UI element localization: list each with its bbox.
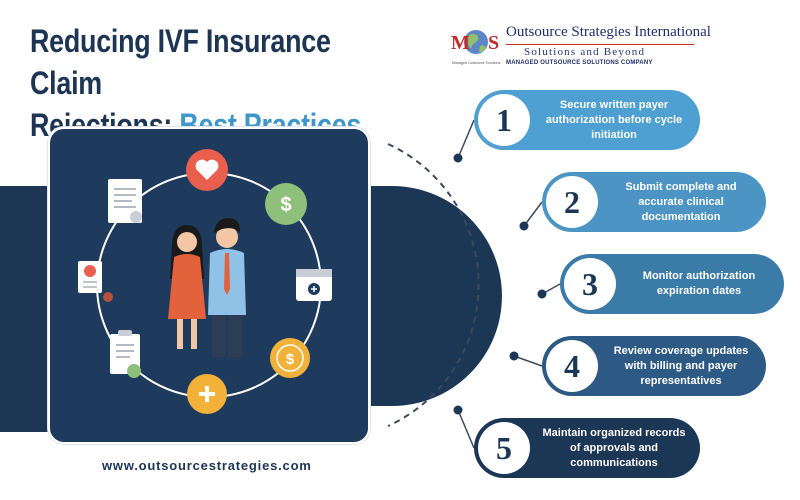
step-number-badge: 1 (478, 94, 530, 146)
connector-dot (453, 153, 463, 163)
connector-dot (519, 221, 529, 231)
logo-tagline: Solutions and Beyond (524, 46, 646, 58)
step-text: Secure written payer authorization befor… (545, 98, 683, 141)
logo-monogram-s: S (488, 32, 499, 54)
step-3: 3 Monitor authorization expiration dates (560, 254, 784, 314)
logo-globe-icon: M S Managed Outsource Solutions (451, 30, 501, 65)
company-logo: M S Managed Outsource Solutions Outsourc… (440, 22, 720, 70)
step-text: Submit complete and accurate clinical do… (625, 180, 737, 223)
dashed-arc (387, 143, 480, 427)
step-text: Monitor authorization expiration dates (642, 270, 756, 297)
connector-dot (453, 405, 463, 415)
title-line-1: Reducing IVF Insurance Claim (30, 23, 331, 101)
dollar-icon: $ (265, 183, 307, 225)
half-disc (330, 186, 502, 406)
connector-line (513, 355, 543, 367)
logo-monogram-sub: Managed Outsource Solutions (452, 61, 501, 65)
connector-dot (537, 289, 547, 299)
calendar-icon (296, 269, 332, 301)
svg-text:$: $ (286, 351, 295, 368)
illustration-panel: $ $ (48, 127, 370, 444)
step-text: Review coverage updates with billing and… (613, 344, 749, 387)
step-number-badge: 3 (564, 258, 616, 310)
step-number-badge: 5 (478, 422, 530, 474)
step-1: 1 Secure written payer authorization befo… (474, 90, 700, 150)
step-2: 2 Submit complete and accurate clinical d… (542, 172, 766, 232)
couple-icon (168, 218, 246, 357)
coins-icon: $ (270, 338, 310, 378)
document-icon (108, 179, 142, 223)
logo-company-name: Outsource Strategies International (506, 24, 711, 40)
connector-dot (509, 351, 519, 361)
svg-text:$: $ (280, 194, 291, 216)
step-text: Maintain organized records of approvals … (542, 426, 686, 469)
step-5: 5 Maintain organized records of approvals… (474, 418, 700, 478)
plus-icon (187, 374, 227, 414)
step-4: 4 Review coverage updates with billing an… (542, 336, 766, 396)
step-number-badge: 2 (546, 176, 598, 228)
clipboard-icon (110, 330, 141, 378)
ivf-illustration: $ $ (78, 149, 332, 414)
connector-line (523, 201, 543, 227)
logo-monogram-m: M (451, 32, 470, 54)
logo-subtitle: MANAGED OUTSOURCE SOLUTIONS COMPANY (506, 60, 653, 66)
logo-rule (506, 44, 694, 45)
connector-line (457, 119, 475, 159)
step-number-badge: 4 (546, 340, 598, 392)
connector-line (457, 409, 475, 449)
certificate-icon (78, 261, 113, 302)
website-url: www.outsourcestrategies.com (102, 458, 312, 473)
heart-icon (186, 149, 228, 191)
